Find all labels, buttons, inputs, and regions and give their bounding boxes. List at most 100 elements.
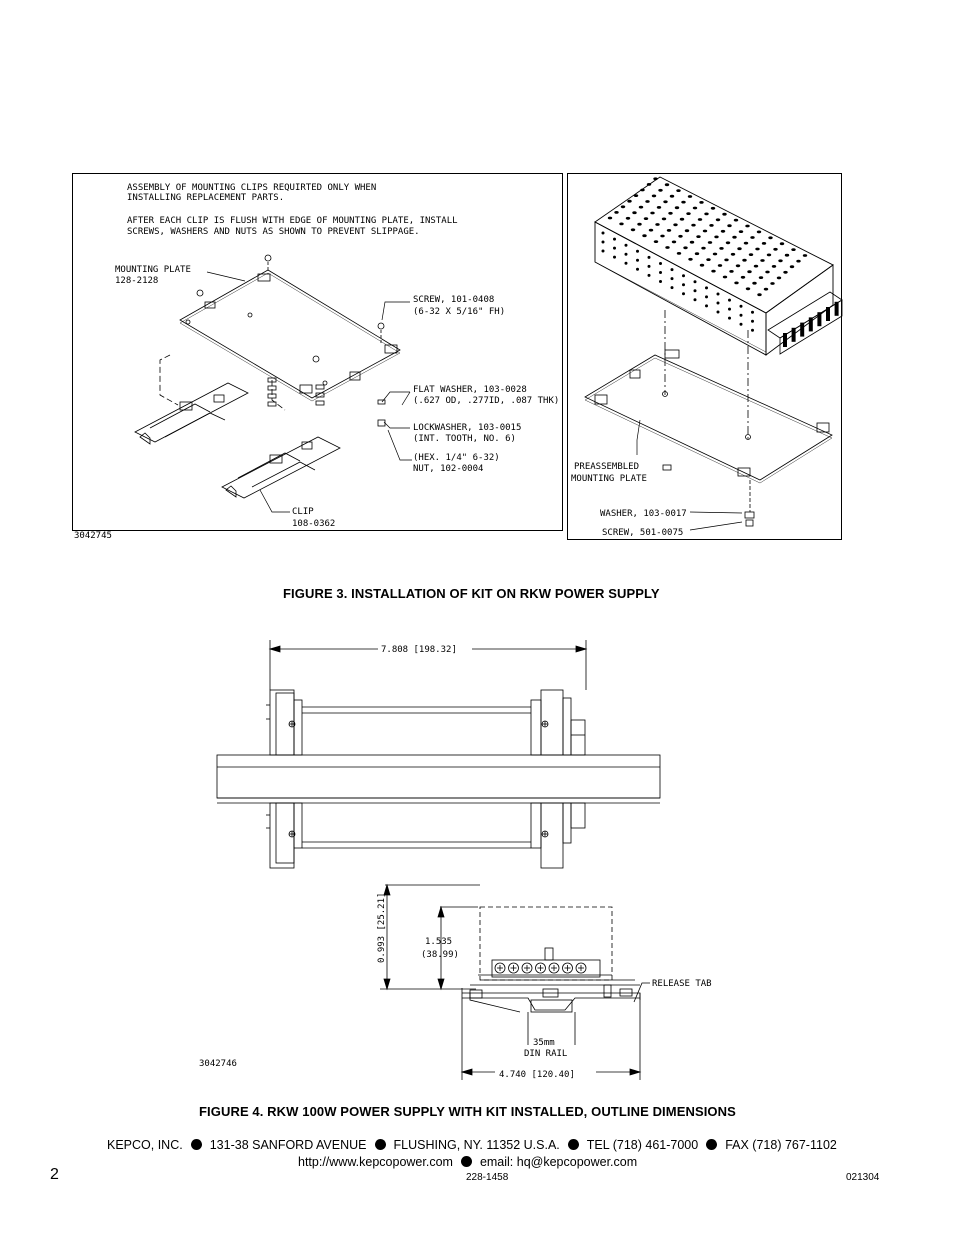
perforation-hole (697, 218, 703, 221)
perforation-hole (734, 281, 739, 285)
figure-4-drawing: 7.808 [198.32] 0.993 [25.21] 1.535 (38.9… (199, 640, 712, 1080)
perforation-hole (761, 242, 767, 245)
perforation-hole (722, 212, 727, 216)
perforation-hole (715, 218, 721, 222)
perforation-hole (707, 241, 713, 244)
perforation-hole (666, 229, 672, 232)
footer-website-link[interactable]: http://www.kepcopower.com (298, 1155, 453, 1169)
terminal-post (817, 312, 822, 327)
din-rail-label-2: DIN RAIL (524, 1049, 567, 1059)
perforation-hole (765, 270, 770, 274)
screw-spec: (6-32 X 5/16" FH) (413, 307, 505, 317)
perforation-hole (753, 264, 759, 268)
perforation-hole (659, 280, 662, 283)
perforation-hole (659, 262, 662, 265)
bullet-icon (374, 1139, 386, 1150)
clip-illustration (134, 382, 341, 499)
perforation-hole (676, 189, 681, 193)
perforation-hole (768, 236, 773, 240)
perforation-hole (668, 211, 673, 215)
power-supply-illustration (594, 176, 834, 356)
perforation-hole (643, 217, 649, 221)
perforation-hole (693, 280, 697, 284)
perforation-hole (647, 264, 651, 268)
doc-number: 228-1458 (466, 1172, 509, 1183)
clip-label: CLIP (292, 507, 314, 517)
perforation-hole (613, 237, 616, 241)
perforation-hole (705, 286, 708, 290)
perforation-hole (670, 286, 674, 290)
perforation-hole (640, 188, 645, 192)
mounting-plate-illustration (159, 254, 401, 427)
perforation-hole (747, 270, 752, 274)
dim-height-b: (38.99) (421, 950, 459, 960)
perforation-hole (676, 252, 682, 255)
figure-3-left-frame (72, 173, 563, 531)
perforation-pattern (601, 177, 808, 332)
perforation-hole (737, 247, 742, 251)
perforation-hole (716, 310, 720, 314)
terminal-post (800, 322, 805, 337)
perforation-hole (655, 223, 660, 226)
perforation-hole (784, 253, 790, 257)
perforation-hole (614, 211, 619, 214)
dim-height-total: 0.993 [25.21] (377, 893, 387, 963)
perforation-hole (745, 287, 751, 291)
perforation-hole (684, 229, 690, 233)
perforation-hole (650, 211, 655, 215)
perforation-hole (735, 264, 741, 268)
perforation-hole (751, 319, 754, 323)
perforation-hole (716, 301, 720, 305)
din-rail-label-1: 35mm (533, 1038, 555, 1048)
perforation-hole (711, 269, 716, 273)
footer-contact-line: http://www.kepcopower.com email: hq@kepco… (298, 1155, 637, 1169)
perforation-hole (660, 234, 665, 238)
perforation-hole (751, 310, 754, 314)
perforation-hole (739, 313, 743, 317)
perforation-hole (661, 217, 667, 221)
perforation-hole (636, 258, 639, 262)
perforation-hole (751, 328, 754, 332)
terminal-post (834, 301, 839, 316)
perforation-hole (696, 235, 701, 239)
terminal-post (808, 317, 813, 332)
screw-2-label: SCREW, 501-0075 (602, 528, 683, 538)
perforation-hole (745, 224, 750, 228)
dim-height-a: 1.535 (425, 937, 452, 947)
perforation-hole (791, 248, 796, 252)
terminal-screw (575, 962, 587, 974)
nut-part: NUT, 102-0004 (413, 464, 483, 474)
perforation-hole (620, 205, 626, 209)
perforation-hole (683, 246, 688, 250)
perforation-hole (665, 246, 670, 249)
perforation-hole (653, 177, 658, 181)
dim-width: 7.808 [198.32] (381, 645, 457, 655)
perforation-hole (748, 253, 754, 256)
perforation-hole (732, 235, 737, 239)
clip-part: 108-0362 (292, 519, 335, 529)
figure-3-right-frame (567, 173, 842, 540)
perforation-hole (739, 304, 743, 308)
terminal-screw (562, 962, 573, 974)
perforation-hole (778, 259, 783, 263)
perforation-hole (624, 243, 628, 247)
page-number: 2 (50, 1166, 59, 1183)
perforation-hole (669, 194, 675, 198)
perforation-hole (682, 283, 685, 287)
note-line-4: SCREWS, WASHERS AND NUTS AS SHOWN TO PRE… (127, 227, 420, 237)
perforation-hole (710, 206, 716, 210)
footer-email-link[interactable]: email: hq@kepcopower.com (479, 1155, 638, 1169)
terminal-post (783, 333, 787, 347)
perforation-hole (728, 316, 731, 320)
perforation-hole (693, 289, 697, 293)
perforation-hole (670, 268, 674, 272)
figure-4-caption: FIGURE 4. RKW 100W POWER SUPPLY WITH KIT… (199, 1104, 736, 1119)
date-code: 021304 (846, 1172, 880, 1183)
perforation-hole (682, 292, 685, 296)
perforation-hole (705, 295, 708, 299)
perforation-hole (601, 240, 605, 244)
perforation-hole (714, 235, 719, 239)
perforation-hole (725, 241, 731, 245)
bullet-icon (706, 1139, 718, 1150)
